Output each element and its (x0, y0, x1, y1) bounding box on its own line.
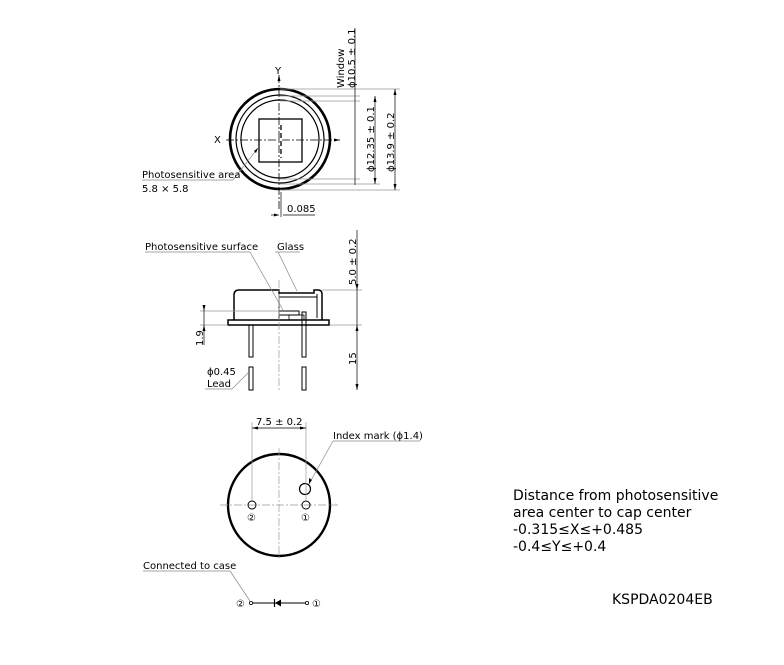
pin-2-label: ② (247, 513, 256, 524)
schematic-pin-1: ① (312, 599, 321, 610)
note-line-1: Distance from photosensitive (513, 488, 719, 504)
window-diameter-dim: ϕ10.5 ± 0.1 (347, 28, 358, 88)
bottom-view: ② ① 7.5 ± 0.2 Index mark (ϕ1.4) Connecte… (143, 417, 423, 610)
pin-1-label: ① (301, 513, 310, 524)
connected-to-case-label: Connected to case (143, 561, 236, 572)
surface-height-dim: 1.9 (195, 330, 206, 346)
position-tolerance-note: Distance from photosensitive area center… (513, 488, 718, 556)
window-label: Window (336, 49, 347, 88)
x-axis-arrow (334, 138, 340, 142)
photosensitive-chip (278, 310, 300, 316)
top-view: Y X Window ϕ10.5 ± 0.1 ϕ12.35 ± 0.1 ϕ13.… (142, 28, 400, 217)
lead-1-lower (301, 366, 307, 391)
lead-2-lower (248, 366, 254, 391)
pin-spacing-dim: 7.5 ± 0.2 (256, 417, 303, 428)
base-flange (227, 319, 330, 326)
photosensitive-area-size: 5.8 × 5.8 (142, 184, 189, 195)
photosensitive-area-square (258, 118, 303, 163)
note-line-3: -0.315≤X≤+0.485 (513, 522, 643, 538)
y-axis-arrow (277, 75, 281, 81)
drawing-code: KSPDA0204EB (612, 592, 713, 608)
diode-schematic: ② ① (236, 599, 321, 610)
index-mark (298, 482, 312, 496)
note-line-2: area center to cap center (513, 505, 692, 521)
schematic-pin-2: ② (236, 599, 245, 610)
lead-1-upper (301, 311, 307, 358)
height-dim: 5.0 ± 0.2 (348, 238, 359, 285)
lead-diameter: ϕ0.45 (207, 367, 236, 378)
lead-2-upper (248, 324, 254, 358)
note-line-4: -0.4≤Y≤+0.4 (513, 539, 607, 555)
glass-label: Glass (277, 242, 304, 253)
cap-body (233, 289, 323, 320)
photosensitive-area-label: Photosensitive area (142, 170, 240, 181)
offset-dim: 0.085 (287, 204, 316, 215)
window-circle (240, 99, 320, 179)
pin-2-hole (247, 500, 257, 510)
cap-outer-circle (228, 87, 332, 191)
axis-x-label: X (214, 135, 221, 146)
cap-outer-diameter-dim: ϕ13.9 ± 0.2 (386, 112, 397, 172)
lead-length-dim: 15 (348, 352, 359, 365)
diode-icon (275, 599, 281, 607)
lead-label: Lead (207, 379, 231, 390)
cap-inner-diameter-dim: ϕ12.35 ± 0.1 (366, 106, 377, 172)
axis-y-label: Y (274, 66, 282, 77)
photosensitive-surface-label: Photosensitive surface (145, 242, 258, 253)
side-view: Photosensitive surface Glass 5.0 ± 0.2 1… (145, 230, 362, 392)
index-mark-label: Index mark (ϕ1.4) (333, 431, 423, 442)
cap-inner-circle (235, 94, 325, 184)
pin-1-hole (301, 500, 311, 510)
